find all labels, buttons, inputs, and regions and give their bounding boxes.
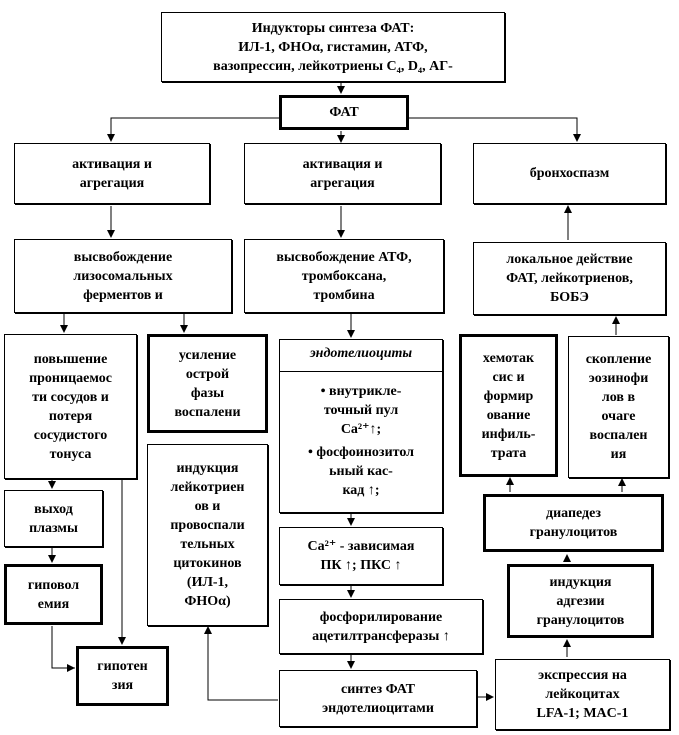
diapedesis-box: диапедез гранулоцитов xyxy=(483,494,664,552)
chemotaxis-box: хемотак сис и формир ование инфиль- трат… xyxy=(459,334,558,477)
expression-text: экспрессия на лейкоцитах LFA-1; MAC-1 xyxy=(536,668,629,721)
activation-box-left: активация и агрегация xyxy=(14,143,210,204)
ca-pk-box: Ca²⁺ - зависимая ПК ↑; ПКС ↑ xyxy=(279,527,443,585)
hypotension-text: гипотен зия xyxy=(97,659,148,693)
leukotriene-induction-text: индукция лейкотриен ов и провоспали тель… xyxy=(170,461,245,609)
ca-pk-text: Ca²⁺ - зависимая ПК ↑; ПКС ↑ xyxy=(307,539,415,573)
leukotriene-induction-box: индукция лейкотриен ов и провоспали тель… xyxy=(147,444,268,626)
endotheliocytes-list: • внутрикле- точный пул Ca²⁺↑; • фосфоин… xyxy=(280,378,442,504)
local-action-box: локальное действие ФАТ, лейкотриенов, БО… xyxy=(473,242,666,315)
adhesion-text: индукция адгезии гранулоцитов xyxy=(536,574,625,628)
permeability-text: повышение проницаемос ти сосудов и потер… xyxy=(29,351,112,462)
acute-phase-box: усиление острой фазы воспалени xyxy=(147,334,268,433)
chemotaxis-text: хемотак сис и формир ование инфиль- трат… xyxy=(481,350,536,461)
endotheliocytes-item-phosphoinositol: • фосфоинозитол ьный кас- кад ↑; xyxy=(308,445,414,498)
eosinophil-box: скопление эозинофи лов в очаге воспален … xyxy=(568,336,669,478)
lysosomal-release-box: высвобождение лизосомальных ферментов и xyxy=(14,239,232,313)
inducers-text: Индукторы синтеза ФАТ: ИЛ-1, ФНОα, гиста… xyxy=(213,20,453,74)
acute-phase-text: усиление острой фазы воспалени xyxy=(174,347,241,420)
atp-release-text: высвобождение АТФ, тромбоксана, тромбина xyxy=(276,249,412,303)
diapedesis-text: диапедез гранулоцитов xyxy=(529,506,618,540)
hypovolemia-box: гиповол емия xyxy=(4,564,103,625)
expression-box: экспрессия на лейкоцитах LFA-1; MAC-1 xyxy=(495,659,670,730)
inducers-box: Индукторы синтеза ФАТ: ИЛ-1, ФНОα, гиста… xyxy=(161,12,505,82)
phosphorylation-text: фосфорилирование ацетилтрансферазы ↑ xyxy=(312,609,450,644)
endotheliocytes-divider xyxy=(280,371,442,372)
fat-synthesis-box: синтез ФАТ эндотелиоцитами xyxy=(279,670,477,727)
hypovolemia-text: гиповол емия xyxy=(27,577,80,612)
adhesion-box: индукция адгезии гранулоцитов xyxy=(507,564,654,638)
activation-text-left: активация и агрегация xyxy=(72,156,152,191)
plasma-text: выход плазмы xyxy=(29,501,78,536)
bronchospasm-text: бронхоспазм xyxy=(529,166,610,181)
fat-text: ФАТ xyxy=(329,105,359,120)
fat-synthesis-text: синтез ФАТ эндотелиоцитами xyxy=(322,681,434,716)
endotheliocytes-box: эндотелиоциты • внутрикле- точный пул Ca… xyxy=(279,339,443,513)
atp-release-box: высвобождение АТФ, тромбоксана, тромбина xyxy=(244,239,444,313)
local-action-text: локальное действие ФАТ, лейкотриенов, БО… xyxy=(506,252,633,305)
activation-box-middle: активация и агрегация xyxy=(244,143,441,204)
activation-text-middle: активация и агрегация xyxy=(302,156,383,191)
eosinophil-text: скопление эозинофи лов в очаге воспален … xyxy=(585,352,652,462)
endotheliocytes-item-calcium: • внутрикле- точный пул Ca²⁺↑; xyxy=(320,384,402,437)
plasma-box: выход плазмы xyxy=(4,490,103,547)
fat-box: ФАТ xyxy=(279,95,409,130)
bronchospasm-box: бронхоспазм xyxy=(473,143,666,204)
lysosomal-release-text: высвобождение лизосомальных ферментов и xyxy=(73,249,173,303)
permeability-box: повышение проницаемос ти сосудов и потер… xyxy=(4,334,137,479)
endotheliocytes-header: эндотелиоциты xyxy=(309,346,413,361)
phosphorylation-box: фосфорилирование ацетилтрансферазы ↑ xyxy=(279,599,483,654)
hypotension-box: гипотен зия xyxy=(76,646,169,706)
